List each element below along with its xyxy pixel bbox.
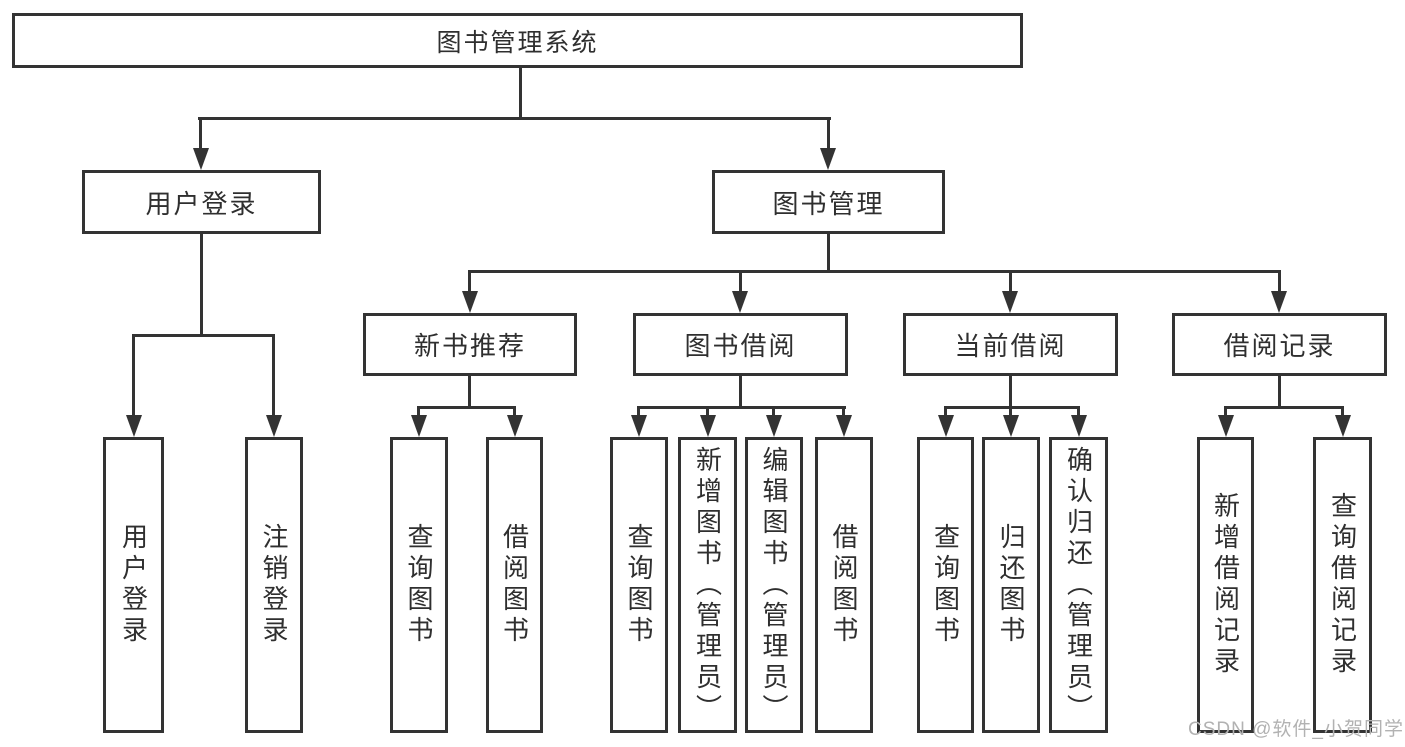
connector-arrowhead bbox=[766, 415, 782, 437]
connector-line bbox=[706, 406, 709, 418]
connector-line bbox=[944, 406, 947, 418]
connector-line bbox=[739, 376, 742, 409]
connector-line bbox=[1224, 406, 1227, 418]
node-leaf-cb-return-label: 归还图书 bbox=[996, 523, 1026, 647]
connector-line bbox=[944, 406, 1080, 409]
node-leaf-bb-add: 新增图书（管理员） bbox=[678, 437, 737, 733]
connector-line bbox=[468, 376, 471, 409]
connector-line bbox=[417, 406, 516, 409]
connector-line bbox=[827, 117, 830, 151]
connector-line bbox=[637, 406, 846, 409]
node-leaf-nb-borrow-label: 借阅图书 bbox=[499, 523, 530, 647]
connector-line bbox=[1009, 270, 1012, 295]
connector-line bbox=[272, 334, 275, 418]
node-leaf-user-login-label: 用户登录 bbox=[118, 523, 149, 647]
connector-arrowhead bbox=[1071, 415, 1087, 437]
node-leaf-user-login: 用户登录 bbox=[103, 437, 164, 733]
connector-line bbox=[827, 234, 830, 272]
node-user-login: 用户登录 bbox=[82, 170, 321, 234]
node-leaf-br-add: 新增借阅记录 bbox=[1197, 437, 1254, 733]
node-leaf-nb-query: 查询图书 bbox=[390, 437, 448, 733]
node-leaf-logout: 注销登录 bbox=[245, 437, 303, 733]
node-book-mgmt: 图书管理 bbox=[712, 170, 945, 234]
node-leaf-nb-query-label: 查询图书 bbox=[404, 523, 434, 647]
connector-line bbox=[842, 406, 845, 418]
connector-line bbox=[200, 234, 203, 336]
connector-line bbox=[132, 334, 275, 337]
node-leaf-cb-return: 归还图书 bbox=[982, 437, 1040, 733]
node-leaf-cb-confirm: 确认归还（管理员） bbox=[1049, 437, 1108, 733]
connector-line bbox=[1278, 376, 1281, 409]
connector-arrowhead bbox=[820, 148, 836, 170]
node-book-borrow-label: 图书借阅 bbox=[684, 331, 797, 361]
node-leaf-logout-label: 注销登录 bbox=[259, 523, 289, 647]
node-borrow-records-label: 借阅记录 bbox=[1223, 331, 1336, 361]
connector-line bbox=[1009, 376, 1012, 409]
connector-line bbox=[1009, 406, 1012, 418]
connector-arrowhead bbox=[193, 148, 209, 170]
node-root-label: 图书管理系统 bbox=[436, 28, 599, 57]
connector-arrowhead bbox=[411, 415, 427, 437]
node-leaf-bb-query-label: 查询图书 bbox=[624, 523, 654, 647]
connector-arrowhead bbox=[126, 415, 142, 437]
connector-arrowhead bbox=[1003, 415, 1019, 437]
node-leaf-bb-edit: 编辑图书（管理员） bbox=[745, 437, 803, 733]
connector-line bbox=[1341, 406, 1344, 418]
connector-line bbox=[199, 117, 202, 151]
connector-line bbox=[772, 406, 775, 418]
connector-line bbox=[417, 406, 420, 418]
node-leaf-bb-add-label: 新增图书（管理员） bbox=[692, 445, 723, 725]
node-leaf-bb-borrow-label: 借阅图书 bbox=[829, 523, 859, 647]
node-leaf-cb-query: 查询图书 bbox=[917, 437, 974, 733]
node-leaf-bb-query: 查询图书 bbox=[610, 437, 668, 733]
connector-line bbox=[739, 270, 742, 295]
connector-arrowhead bbox=[938, 415, 954, 437]
node-leaf-br-query-label: 查询借阅记录 bbox=[1327, 492, 1358, 678]
connector-arrowhead bbox=[631, 415, 647, 437]
connector-arrowhead bbox=[700, 415, 716, 437]
node-book-mgmt-label: 图书管理 bbox=[772, 188, 885, 219]
connector-arrowhead bbox=[1002, 291, 1018, 313]
node-book-borrow: 图书借阅 bbox=[633, 313, 848, 376]
connector-line bbox=[519, 68, 522, 120]
node-current-borrow: 当前借阅 bbox=[903, 313, 1118, 376]
connector-arrowhead bbox=[266, 415, 282, 437]
csdn-watermark: CSDN @软件_小贺同学 bbox=[1188, 719, 1404, 740]
node-leaf-br-query: 查询借阅记录 bbox=[1313, 437, 1372, 733]
node-leaf-cb-query-label: 查询图书 bbox=[930, 523, 961, 647]
connector-arrowhead bbox=[462, 291, 478, 313]
node-new-books-label: 新书推荐 bbox=[413, 331, 526, 361]
node-leaf-cb-confirm-label: 确认归还（管理员） bbox=[1063, 445, 1094, 725]
connector-line bbox=[513, 406, 516, 418]
connector-line bbox=[468, 270, 471, 295]
connector-line bbox=[1278, 270, 1281, 295]
connector-line bbox=[1224, 406, 1344, 409]
connector-line bbox=[468, 270, 1281, 273]
node-leaf-nb-borrow: 借阅图书 bbox=[486, 437, 543, 733]
node-borrow-records: 借阅记录 bbox=[1172, 313, 1387, 376]
node-root: 图书管理系统 bbox=[12, 13, 1023, 68]
connector-line bbox=[132, 334, 135, 418]
connector-arrowhead bbox=[1335, 415, 1351, 437]
node-leaf-br-add-label: 新增借阅记录 bbox=[1210, 492, 1241, 678]
connector-arrowhead bbox=[507, 415, 523, 437]
connector-arrowhead bbox=[1271, 291, 1287, 313]
node-user-login-label: 用户登录 bbox=[145, 188, 258, 219]
node-leaf-bb-edit-label: 编辑图书（管理员） bbox=[759, 445, 789, 725]
connector-line bbox=[637, 406, 640, 418]
connector-line bbox=[1077, 406, 1080, 418]
node-current-borrow-label: 当前借阅 bbox=[954, 331, 1067, 361]
connector-arrowhead bbox=[732, 291, 748, 313]
connector-arrowhead bbox=[1218, 415, 1234, 437]
node-leaf-bb-borrow: 借阅图书 bbox=[815, 437, 873, 733]
connector-arrowhead bbox=[836, 415, 852, 437]
connector-line bbox=[198, 117, 831, 120]
node-new-books: 新书推荐 bbox=[363, 313, 577, 376]
